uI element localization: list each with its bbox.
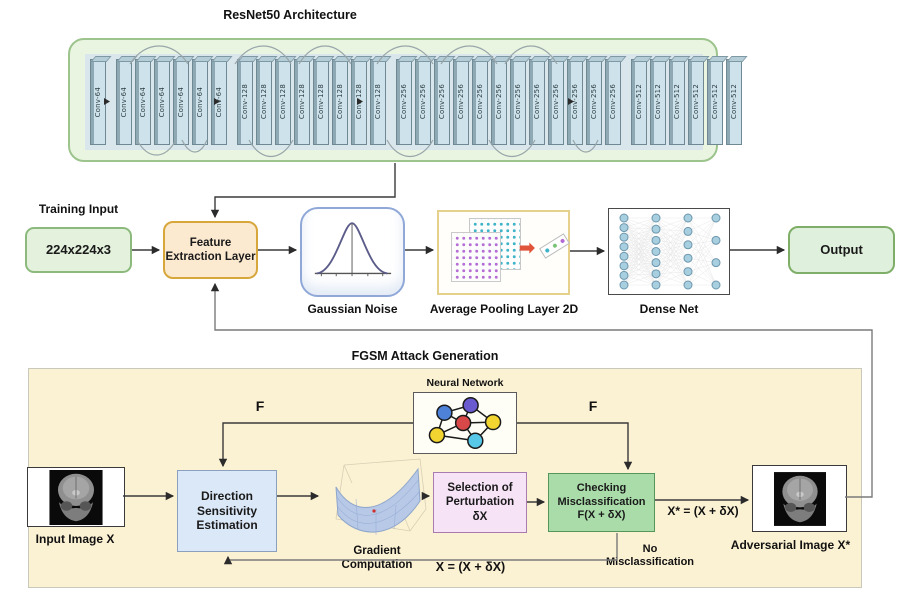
training-input-box: 224x224x3 xyxy=(25,227,132,273)
conv-block: Conv-256 xyxy=(605,59,621,145)
conv-block: Conv-64 xyxy=(90,59,106,145)
conv-block: Conv-128 xyxy=(294,59,310,145)
conv-block: Conv-64 xyxy=(211,59,227,145)
conv-block: Conv-64 xyxy=(154,59,170,145)
conv-block: Conv-256 xyxy=(491,59,507,145)
gaussian-noise-box xyxy=(300,207,405,297)
gaussian-curve-graphic xyxy=(314,222,392,277)
conv-block: Conv-512 xyxy=(669,59,685,145)
average-pooling-box: ➡ xyxy=(437,210,570,295)
pool-dot-green xyxy=(551,243,558,249)
dense-net-graphic xyxy=(619,213,721,290)
output-box: Output xyxy=(788,226,895,274)
conv-block: Conv-64 xyxy=(116,59,132,145)
f-label-right: F xyxy=(588,398,598,414)
conv-block: Conv-512 xyxy=(726,59,742,145)
conv-block: Conv-128 xyxy=(351,59,367,145)
conv-block: Conv-256 xyxy=(453,59,469,145)
conv-block: Conv-64 xyxy=(135,59,151,145)
adversarial-mri-image xyxy=(773,471,826,526)
average-pooling-label: Average Pooling Layer 2D xyxy=(429,302,579,316)
checking-misclassification-box: Checking Misclassification F(X + δX) xyxy=(548,473,655,532)
conv-block: Conv-512 xyxy=(631,59,647,145)
conv-block: Conv-256 xyxy=(434,59,450,145)
gaussian-noise-label: Gaussian Noise xyxy=(307,302,398,316)
adversarial-image-label: Adversarial Image X* xyxy=(730,538,851,552)
dense-net-box xyxy=(608,208,730,295)
conv-block: Conv-512 xyxy=(650,59,666,145)
conv-block: Conv-128 xyxy=(332,59,348,145)
pooling-arrow-icon: ➡ xyxy=(519,238,535,259)
conv-block: Conv-128 xyxy=(275,59,291,145)
conv-block: Conv-128 xyxy=(313,59,329,145)
input-image-box xyxy=(27,467,125,527)
conv-block: Conv-256 xyxy=(586,59,602,145)
pool-dot-teal xyxy=(544,248,550,254)
direction-sensitivity-box: Direction Sensitivity Estimation xyxy=(177,470,277,552)
selection-perturbation-box: Selection of Perturbation δX xyxy=(433,472,527,533)
conv-block: Conv-256 xyxy=(415,59,431,145)
xstar-equation-label: X* = (X + δX) xyxy=(667,504,739,518)
conv-cluster: Conv-64 xyxy=(90,59,106,145)
no-misclassification-label: No Misclassification xyxy=(605,543,695,569)
conv-block: Conv-256 xyxy=(529,59,545,145)
x-update-equation-label: X = (X + δX) xyxy=(435,560,506,574)
conv-block: Conv-64 xyxy=(173,59,189,145)
f-label-left: F xyxy=(255,398,265,414)
conv-block: Conv-512 xyxy=(707,59,723,145)
conv-block: Conv-128 xyxy=(256,59,272,145)
conv-block: Conv-128 xyxy=(370,59,386,145)
pool-dot-purple xyxy=(559,238,565,244)
feature-extraction-box: Feature Extraction Layer xyxy=(163,221,258,279)
adversarial-image-box xyxy=(752,465,847,532)
conv-block: Conv-64 xyxy=(192,59,208,145)
conv-block: Conv-256 xyxy=(567,59,583,145)
conv-block: Conv-256 xyxy=(548,59,564,145)
neural-network-label: Neural Network xyxy=(426,377,504,389)
conv-block: Conv-256 xyxy=(396,59,412,145)
input-mri-image xyxy=(49,469,103,525)
dense-net-label: Dense Net xyxy=(639,302,699,316)
pooling-featuremap-front xyxy=(451,232,501,282)
conv-block: Conv-128 xyxy=(237,59,253,145)
training-input-label: Training Input xyxy=(38,202,119,216)
resnet-title: ResNet50 Architecture xyxy=(223,8,357,22)
pooling-output-strip xyxy=(539,233,570,259)
conv-block: Conv-256 xyxy=(510,59,526,145)
fgsm-title: FGSM Attack Generation xyxy=(351,349,499,363)
conv-block: Conv-512 xyxy=(688,59,704,145)
input-image-label: Input Image X xyxy=(35,532,115,546)
nn-graphic xyxy=(428,396,502,450)
neural-network-box xyxy=(413,392,517,454)
conv-block: Conv-256 xyxy=(472,59,488,145)
